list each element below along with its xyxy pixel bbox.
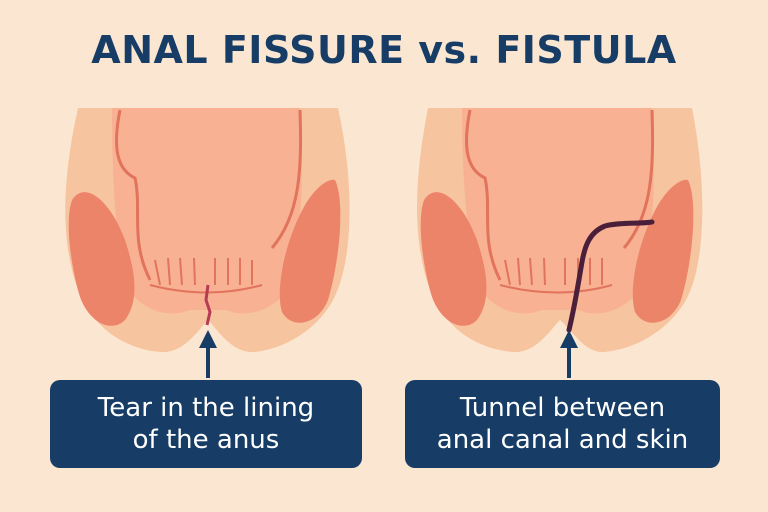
fissure-callout-line-2: of the anus (132, 425, 280, 455)
sphincter-muscle-left-outer (68, 192, 135, 326)
cleft-line-right-1 (465, 109, 502, 281)
fistula-callout-line-1: Tunnel between (459, 393, 666, 423)
cleft-line-left-1 (115, 109, 152, 281)
fissure-anatomy-illustration (65, 108, 350, 378)
inner-cheek-right (462, 108, 654, 314)
sphincter-muscle-right-panel-inner (632, 179, 694, 323)
sphincter-muscle-right-outer (420, 192, 487, 326)
arrow-head-left (199, 330, 217, 348)
sphincter-muscle-right-inner (279, 179, 341, 323)
page-title: ANAL FISSURE vs. FISTULA (91, 28, 677, 72)
fissure-callout-line-1: Tear in the lining (97, 393, 315, 423)
fissure-callout: Tear in the lining of the anus (50, 380, 362, 468)
fistula-anatomy-illustration (417, 108, 703, 378)
inner-cheek-left (112, 108, 302, 314)
anal-folds-left (154, 257, 253, 286)
fissure-tear (204, 284, 212, 326)
fistula-tract (566, 219, 655, 333)
anal-canal-base-right (499, 284, 613, 294)
cleft-line-right-2 (622, 109, 655, 249)
arrow-head-right (560, 330, 578, 348)
fistula-callout: Tunnel between anal canal and skin (405, 380, 720, 468)
fistula-callout-line-2: anal canal and skin (436, 425, 689, 455)
cleft-line-left-2 (270, 109, 303, 249)
